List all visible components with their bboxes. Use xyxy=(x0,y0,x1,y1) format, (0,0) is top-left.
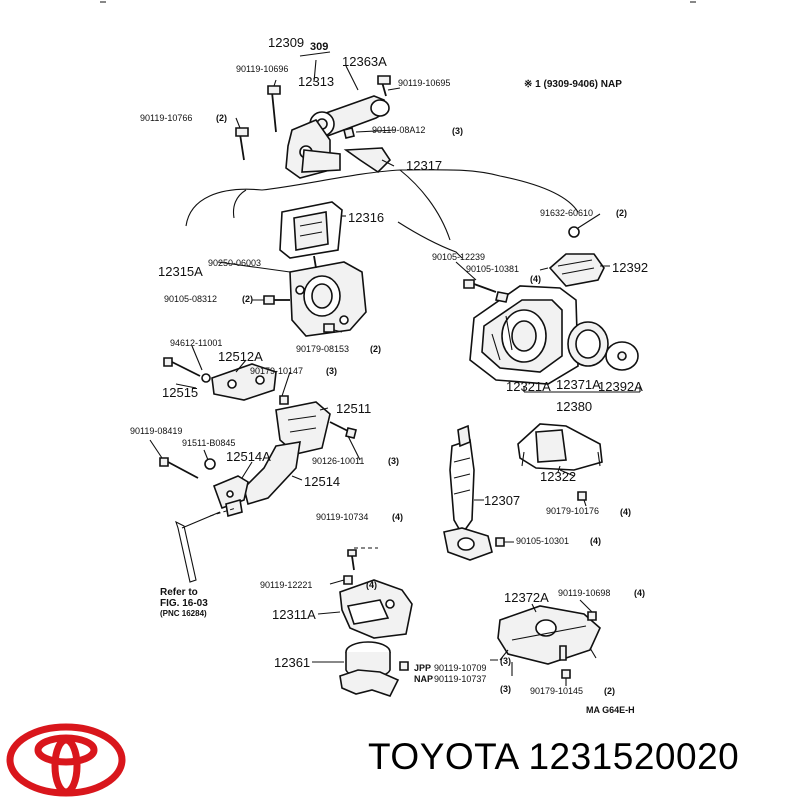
engine-mount-12307 xyxy=(443,424,505,561)
callout-label: 90179-10145 xyxy=(530,686,583,696)
engine-outline xyxy=(185,169,579,259)
callout-label: (3) xyxy=(500,684,511,694)
callout-label: 90119-12221 xyxy=(260,580,312,590)
callout-label: 90105-08312 xyxy=(164,294,217,304)
callout-label: (4) xyxy=(392,512,403,522)
callout-label: 12313 xyxy=(298,74,334,89)
callout-label: 12392 xyxy=(612,260,648,275)
callout-label: 90250-06003 xyxy=(208,258,261,268)
callout-label: 12514A xyxy=(226,449,271,464)
callout-label: 90119-08419 xyxy=(130,426,182,436)
callout-label: 12311A xyxy=(272,607,316,622)
callout-label: 90119-10709 xyxy=(434,663,486,673)
callout-label: (4) xyxy=(620,507,631,517)
callout-label: 90126-10011 xyxy=(312,456,364,466)
engine-mount-bracket-12311a xyxy=(339,547,413,639)
callout-label: (4) xyxy=(634,588,645,598)
callout-label: (3) xyxy=(500,656,511,666)
refer-linkage xyxy=(175,511,221,583)
callout-label: 12307 xyxy=(484,493,520,508)
refer-note-line: FIG. 16-03 xyxy=(160,598,208,609)
callout-label: 90105-10301 xyxy=(516,536,569,546)
callout-label: 90119-10737 xyxy=(434,674,486,684)
engine-mount-bracket-12514 xyxy=(159,441,301,518)
callout-label: 12317 xyxy=(406,158,442,173)
callout-label: (2) xyxy=(242,294,253,304)
callout-label: 12322 xyxy=(540,469,576,484)
callout-label: 12511 xyxy=(336,401,371,416)
callout-label: 90105-12239 xyxy=(432,252,485,262)
callout-label: 90119-10695 xyxy=(398,78,450,88)
callout-label: 12363A xyxy=(342,54,387,69)
callout-label: 12392A xyxy=(598,379,643,394)
model-year-note: ※ 1 (9309-9406) NAP xyxy=(524,79,622,90)
callout-label: 12372A xyxy=(504,590,549,605)
callout-label: 12515 xyxy=(162,385,198,400)
callout-label: 90179-10147 xyxy=(250,366,303,376)
callout-label: 90119-08A12 xyxy=(372,125,425,135)
callout-label: (3) xyxy=(388,456,399,466)
callout-label: (3) xyxy=(326,366,337,376)
callout-label: 90119-10698 xyxy=(558,588,610,598)
callout-label: (4) xyxy=(530,274,541,284)
callout-label: (4) xyxy=(590,536,601,546)
callout-label: 91632-60610 xyxy=(540,208,593,218)
callout-label: 90119-10734 xyxy=(316,512,368,522)
callout-label: 12315A xyxy=(158,264,203,279)
transmission-mount-12321a xyxy=(463,226,639,385)
callout-label: 90119-10696 xyxy=(236,64,288,74)
brand-part-number: TOYOTA 1231520020 xyxy=(368,736,740,777)
callout-label: 12361 xyxy=(274,655,310,670)
callout-label: (2) xyxy=(604,686,615,696)
callout-label: 90179-08153 xyxy=(296,344,349,354)
callout-label: 90179-10176 xyxy=(546,506,599,516)
engine-mount-bracket-12511 xyxy=(163,357,357,455)
refer-note: Refer to FIG. 16-03 (PNC 16284) xyxy=(160,587,208,618)
callout-label: 90119-10766 xyxy=(140,113,192,123)
toyota-logo-icon xyxy=(6,723,126,797)
callout-label: 12371A xyxy=(556,377,601,392)
callout-label: (3) xyxy=(452,126,463,136)
refer-note-line: (PNC 16284) xyxy=(160,609,207,618)
mount-retainer-12316 xyxy=(279,201,343,259)
callout-label: NAP xyxy=(414,674,433,684)
callout-label: 91511-B0845 xyxy=(182,438,235,448)
callout-label: (2) xyxy=(616,208,627,218)
diagram-code: MA G64E-H xyxy=(586,705,635,715)
callout-labels: 12309 309 12363A 90119-10696 12313 90119… xyxy=(130,35,648,696)
callout-label: 12514 xyxy=(304,474,340,489)
callout-label: 12380 xyxy=(556,399,592,414)
callout-label: JPP xyxy=(414,663,431,673)
callout-label: 12321A xyxy=(506,379,551,394)
callout-label: 309 xyxy=(310,41,328,53)
engine-mount-bracket-12315a xyxy=(263,255,367,337)
callout-label: 12512A xyxy=(218,349,263,364)
callout-label: (4) xyxy=(366,580,377,590)
engine-mount-bracket-12322 xyxy=(517,423,603,501)
callout-label: 94612-11001 xyxy=(170,338,222,348)
engine-mount-upper xyxy=(235,75,392,179)
callout-label: 12316 xyxy=(348,210,384,225)
callout-label: 90105-10381 xyxy=(466,264,519,274)
callout-label: (2) xyxy=(370,344,381,354)
callout-label: (2) xyxy=(216,113,227,123)
engine-mount-bracket-12372a xyxy=(497,605,601,679)
refer-note-line: Refer to xyxy=(160,587,198,598)
engine-mount-insulator-12361 xyxy=(339,641,409,697)
callout-label: 12309 xyxy=(268,35,304,50)
